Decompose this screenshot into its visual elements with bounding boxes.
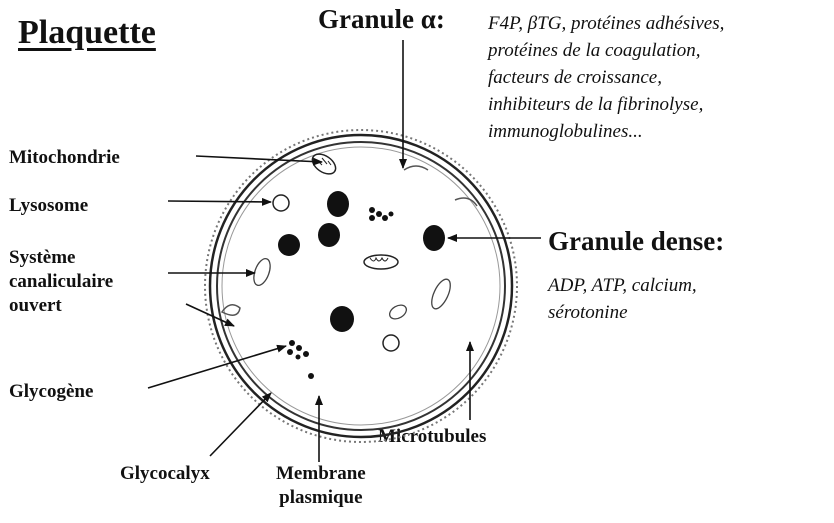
lysosome <box>383 335 399 351</box>
arrow-mitochondrie <box>196 156 322 162</box>
canalicular-system <box>404 166 428 170</box>
arrow-glycocalyx <box>210 393 271 456</box>
arrow-lysosome <box>168 201 271 202</box>
lysosome <box>273 195 289 211</box>
canalicular-system <box>222 305 240 315</box>
granule-dense <box>327 191 349 217</box>
plasma-membrane-inner <box>217 142 505 430</box>
mitochondrion <box>309 150 339 178</box>
granule-alpha <box>387 302 409 321</box>
glycogen-particle <box>308 373 314 379</box>
glycogen-cluster <box>369 207 394 221</box>
granule-dense <box>423 225 445 251</box>
mitochondrion <box>364 255 398 269</box>
arrow-glycogene <box>148 346 286 388</box>
plasma-membrane-outer <box>210 135 512 437</box>
granule-dense <box>278 234 300 256</box>
glycogen-cluster <box>287 340 309 360</box>
granule-dense <box>330 306 354 332</box>
granule-alpha <box>428 277 454 312</box>
microtubule-ring <box>222 147 500 425</box>
granule-dense <box>318 223 340 247</box>
granule-alpha <box>251 256 274 287</box>
